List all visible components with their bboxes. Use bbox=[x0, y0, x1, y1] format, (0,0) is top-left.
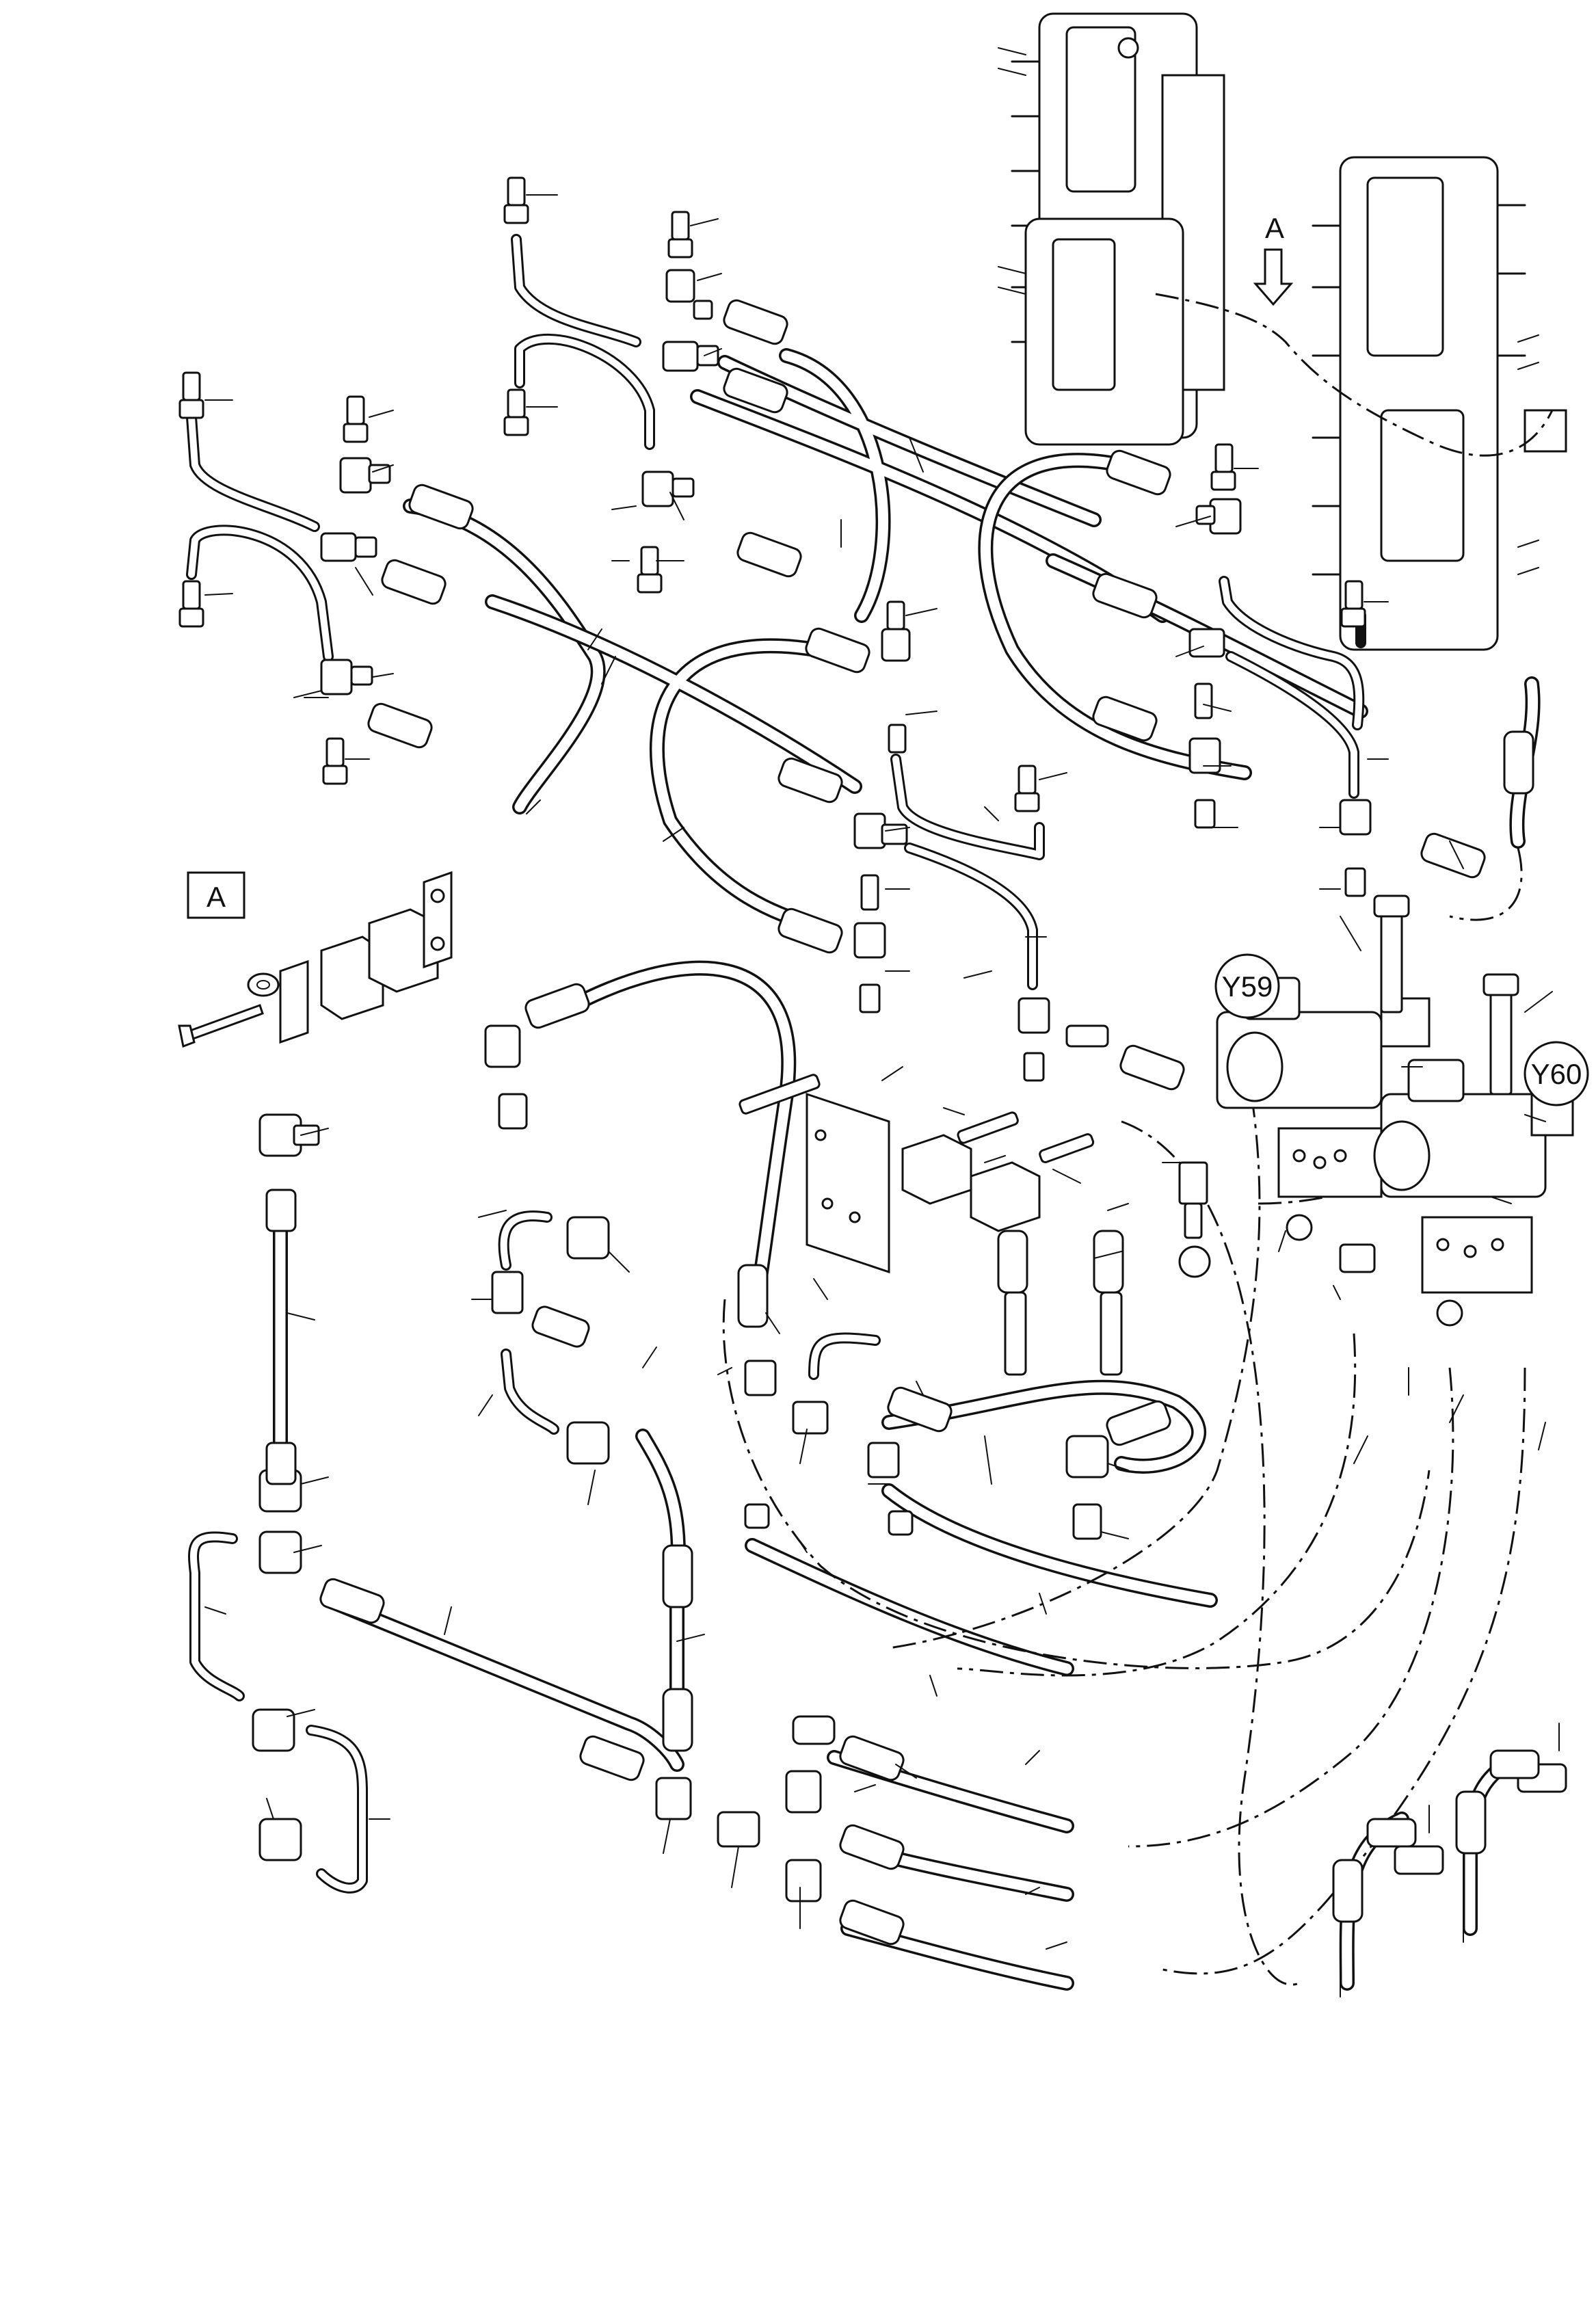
mounting-plate bbox=[739, 1074, 1095, 1274]
y59-label: Y59 bbox=[1222, 970, 1273, 1003]
detail-a-box: A bbox=[187, 871, 245, 919]
fittings bbox=[178, 176, 1567, 1946]
detail-a-label: A bbox=[207, 881, 226, 913]
hose-bottom-group bbox=[321, 1429, 1074, 1991]
rigid-tube-h bbox=[188, 1531, 368, 1894]
rigid-tube-d bbox=[514, 333, 655, 450]
hose-mid-loop bbox=[485, 594, 862, 938]
hose-right-edge bbox=[1449, 676, 1541, 921]
rigid-tube-a bbox=[186, 412, 320, 532]
leader-lines bbox=[204, 47, 1560, 1998]
callout-y59: Y59 bbox=[1214, 953, 1280, 1019]
rigid-tube-g bbox=[498, 1210, 881, 1435]
hose-right-loop bbox=[978, 453, 1368, 780]
valve-bolts bbox=[1178, 894, 1519, 1327]
control-valve-block-lower-left bbox=[1024, 217, 1184, 446]
rigid-tube-c bbox=[511, 234, 641, 347]
callout-y60: Y60 bbox=[1524, 1041, 1589, 1106]
rigid-tube-b bbox=[186, 525, 334, 662]
control-valve-block-right bbox=[1312, 156, 1567, 651]
clamp-assembly-detail bbox=[178, 871, 453, 1048]
y60-label: Y60 bbox=[1531, 1058, 1582, 1090]
view-arrow-a: A bbox=[1253, 212, 1294, 306]
rigid-tube-e bbox=[890, 754, 1045, 990]
hose-lower-loop bbox=[745, 1379, 1218, 1676]
view-arrow-label: A bbox=[1265, 212, 1284, 244]
hose-upper-left bbox=[403, 499, 606, 814]
